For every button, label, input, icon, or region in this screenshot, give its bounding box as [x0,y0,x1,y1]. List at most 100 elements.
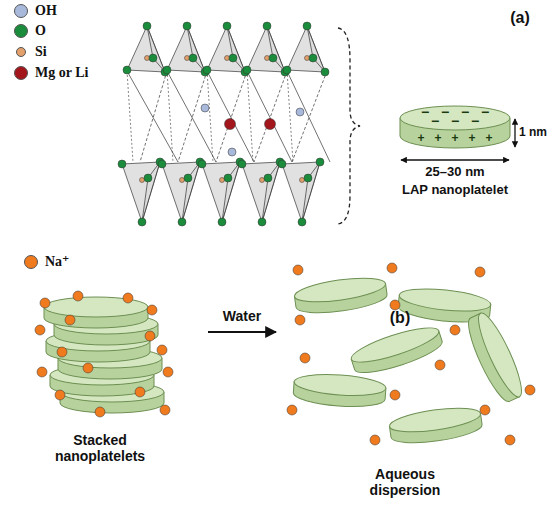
sodium-ion [83,363,93,373]
crystal-structure [118,22,330,226]
polyhedron [202,162,240,222]
silicon-atom [180,178,185,183]
sodium-ion [123,293,133,303]
sodium-ion [295,315,305,325]
polyhedron [227,26,245,72]
silicon-atom [300,178,305,183]
oxygen-atom [138,218,146,226]
nanoplatelet [293,372,387,409]
sodium-ion [163,367,173,377]
sodium-ion [370,435,380,445]
bond [207,71,254,162]
polyhedron [287,26,325,72]
nanoplatelet [400,106,510,148]
dimension: 1 nm [519,126,547,140]
legend-swatch [14,24,28,38]
oxygen-atom [158,160,166,168]
nanoplatelet [44,297,148,328]
oxygen-atom [183,22,191,30]
nanoplatelet [348,321,445,379]
charge-sign: − [451,113,459,129]
oxygen-atom [189,54,197,62]
sodium-ion [40,298,50,308]
oxygen-atom [198,160,206,168]
oxygen-atom [184,174,192,182]
legend-swatch [24,255,38,269]
bond [247,71,292,162]
charge-sign: + [468,132,475,146]
platelet-face [400,106,510,130]
oxygen-atom [238,160,246,168]
charge-sign: − [441,104,449,120]
bond [127,71,133,162]
legend-entry: Mg or Li [14,65,88,81]
sodium-ion [387,263,397,273]
platelet-face [293,274,387,307]
hydroxyl-group [296,108,304,116]
sodium-ion [390,300,400,310]
lap-nanoplatelet [400,106,510,148]
nanoplatelet [293,274,388,318]
silicon-atom [140,178,145,183]
charge-sign: − [471,113,479,129]
bond [127,71,178,162]
bond [207,71,213,162]
sodium-ion [475,267,485,277]
polyhedron [307,26,325,72]
oxygen-atom [143,22,151,30]
sodium-ion [293,265,303,275]
state-label: Stacked nanoplatelets [45,432,155,464]
charge-sign: − [461,104,469,120]
bond [167,71,173,162]
polyhedron [122,162,160,222]
panel-label: (a) [510,9,530,27]
sodium-ion [287,405,297,415]
process-label: Water [223,308,261,324]
oxygen-atom [283,66,291,74]
sodium-ion [73,291,83,301]
charge-sign: − [421,104,429,120]
polyhedron [187,26,205,72]
platelet-face [388,404,482,437]
polyhedron [207,26,245,72]
oxygen-atom [263,22,271,30]
oxygen-atom [298,218,306,226]
oxygen-atom [224,174,232,182]
polyhedron [247,26,285,72]
legend-entry: O [14,23,46,39]
sodium-ion [57,347,67,357]
polyhedron [162,162,200,222]
sodium-ion [525,385,535,395]
polyhedron [242,162,280,222]
oxygen-atom [149,54,157,62]
silicon-atom [220,178,225,183]
sodium-ions [35,263,535,445]
legend-text: O [35,23,46,39]
sodium-ion [37,367,47,377]
polyhedron [167,26,205,72]
legend-swatch [14,4,28,18]
bond [216,71,247,162]
legend-text: Si [35,44,47,60]
bond [254,71,287,162]
sodium-ion [65,315,75,325]
oxygen-atom [144,174,152,182]
oxygen-atom [316,158,324,166]
diameter-arrow [401,159,509,160]
silicon-atom [260,178,265,183]
sodium-ion [300,353,310,363]
legend-entry: Si [14,44,47,60]
aqueous-dispersion [293,274,529,448]
process-arrow [208,331,276,333]
sodium-ion [480,405,490,415]
oxygen-atom [258,218,266,226]
polyhedron [222,162,240,222]
legend-text: Na⁺ [45,253,70,270]
bracket [338,28,360,224]
legend-text: OH [35,3,57,19]
legend-entry: OH [14,3,57,19]
bond [140,71,167,162]
sodium-ion [160,405,170,415]
stacked-nanoplatelets [44,297,164,413]
dimension: 25–30 nm [425,165,484,180]
